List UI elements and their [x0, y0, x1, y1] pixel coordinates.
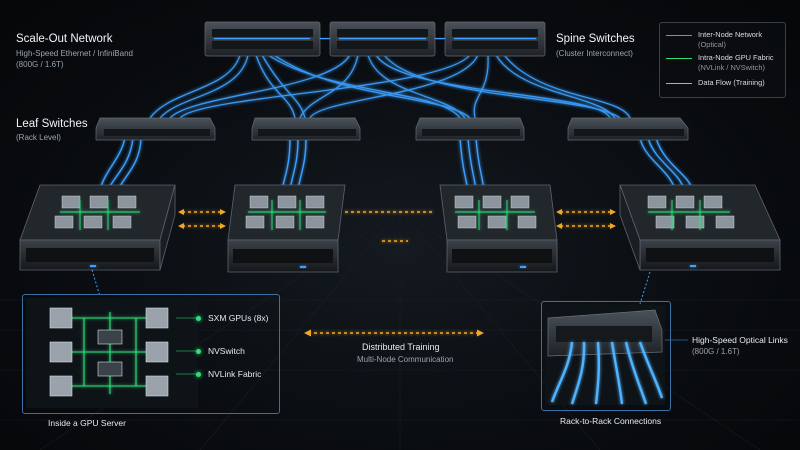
- inset-rack-connections: [541, 301, 671, 411]
- leaf-title: Leaf Switches: [16, 118, 88, 130]
- label-nvswitch: NVSwitch: [208, 346, 245, 356]
- floor-grid: [0, 209, 800, 450]
- legend-swatch-blue: [666, 35, 692, 36]
- server-nvlink-traces: [60, 200, 730, 230]
- spine-to-leaf-cables: [149, 54, 631, 119]
- inset-gpu-server: [22, 294, 280, 414]
- center-subtitle: Multi-Node Communication: [357, 355, 454, 364]
- legend-swatch-orange: [666, 83, 692, 84]
- legend-label: Data Flow (Training): [698, 78, 765, 87]
- data-flow-arrowheads: [178, 209, 616, 337]
- callout-dot: [196, 372, 201, 377]
- scale-out-bandwidth: (800G / 1.6T): [16, 60, 64, 69]
- scale-out-title: Scale-Out Network: [16, 33, 113, 45]
- legend-item-dataflow: Data Flow (Training): [666, 78, 765, 88]
- legend-sub: (Optical): [698, 39, 726, 49]
- inset-right-caption: Rack-to-Rack Connections: [560, 416, 662, 426]
- server-port-leds: [90, 265, 696, 268]
- leaf-subtitle: (Rack Level): [16, 133, 61, 142]
- legend-swatch-green: [666, 58, 692, 59]
- leaf-switch-1: [95, 117, 216, 141]
- label-nvlink-fabric: NVLink Fabric: [208, 369, 262, 379]
- legend-sub: (NVLink / NVSwitch): [698, 62, 765, 72]
- callout-connectors: [176, 317, 688, 375]
- leaf-switch-4: [567, 117, 689, 141]
- legend-item-optical: Inter-Node Network(Optical): [666, 30, 762, 49]
- leaf-switch-3: [415, 117, 525, 141]
- callout-dot: [196, 316, 201, 321]
- label-optical-links: High-Speed Optical Links: [692, 335, 788, 345]
- center-title: Distributed Training: [362, 342, 440, 352]
- legend: Inter-Node Network(Optical) Intra-Node G…: [659, 22, 786, 98]
- server-gpu-modules: [54, 195, 735, 229]
- legend-label: Inter-Node Network: [698, 30, 763, 39]
- spine-subtitle: (Cluster Interconnect): [556, 49, 633, 58]
- callout-dot: [196, 349, 201, 354]
- leaf-to-server-cables: [99, 137, 693, 191]
- spine-ports: [214, 38, 536, 40]
- inset-server-board: [26, 269, 198, 408]
- scale-out-subtitle: High-Speed Ethernet / InfiniBand: [16, 49, 133, 58]
- legend-item-nvlink: Intra-Node GPU Fabric(NVLink / NVSwitch): [666, 53, 774, 72]
- leaf-switch-2: [251, 117, 361, 141]
- label-optical-links-bandwidth: (800G / 1.6T): [692, 347, 740, 356]
- spine-title: Spine Switches: [556, 33, 635, 45]
- inset-switch-ports: [545, 271, 665, 405]
- data-flow-arrows: [182, 211, 612, 334]
- legend-label: Intra-Node GPU Fabric: [698, 53, 774, 62]
- label-sxm-gpus: SXM GPUs (8x): [208, 313, 269, 323]
- inset-left-caption: Inside a GPU Server: [48, 418, 126, 428]
